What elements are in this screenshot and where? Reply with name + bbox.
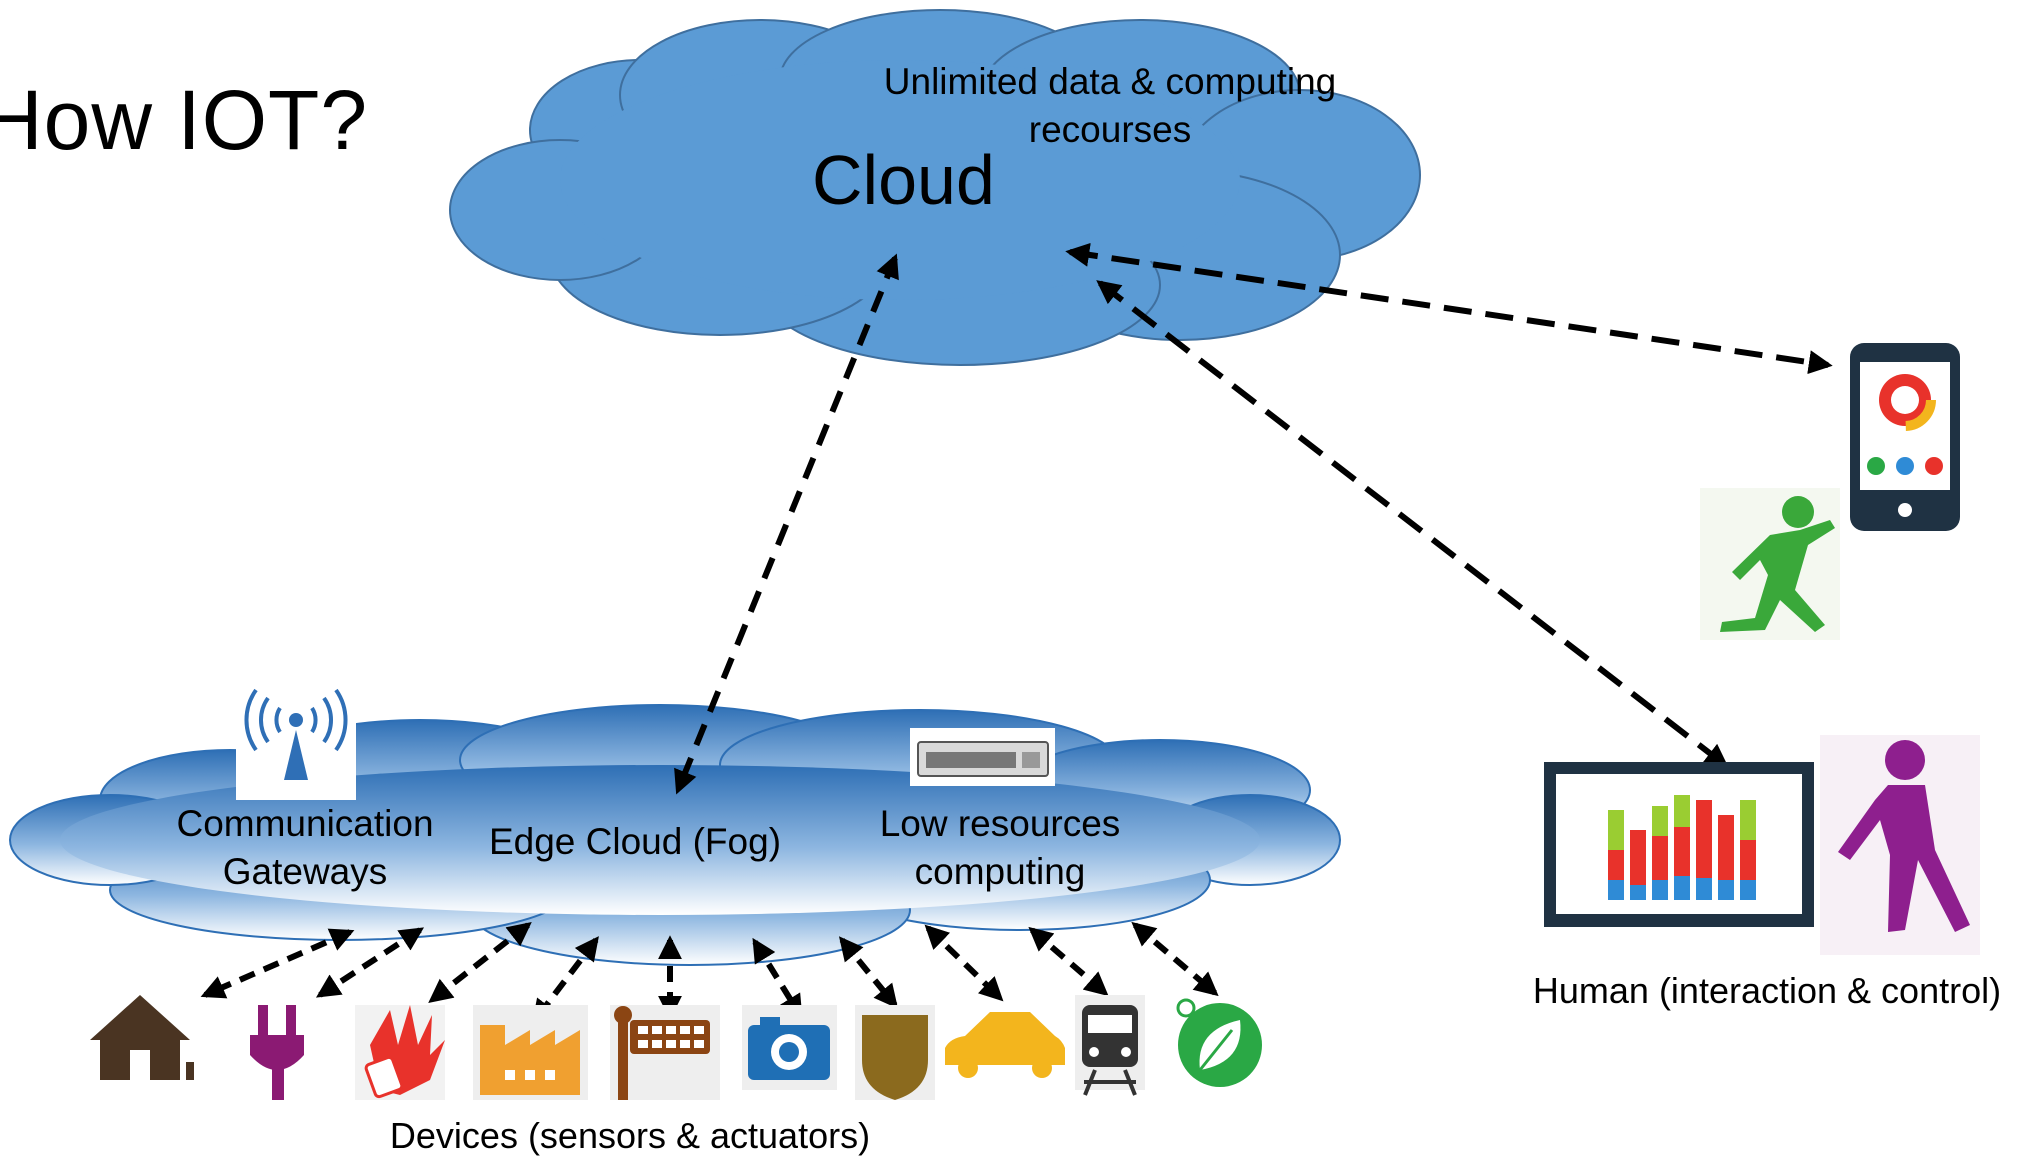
wifi-antenna-icon — [236, 680, 356, 800]
glove-icon — [355, 1005, 445, 1100]
factory-icon — [473, 1005, 588, 1100]
gateways-label: Communication Gateways — [176, 803, 434, 893]
house-icon — [90, 995, 194, 1080]
devices-caption: Devices (sensors & actuators) — [389, 1115, 871, 1156]
shield-icon — [855, 1005, 935, 1100]
car-icon — [945, 1012, 1065, 1078]
smartphone-icon — [1850, 343, 1960, 531]
camera-icon — [742, 1005, 837, 1090]
fog-label: Edge Cloud (Fog) — [488, 821, 782, 862]
walking-person-icon — [1820, 735, 1980, 955]
cloud-title: Cloud — [812, 141, 995, 219]
human-caption: Human (interaction & control) — [1532, 970, 2002, 1011]
leaf-icon — [1176, 998, 1262, 1087]
monitor-chart-icon — [1544, 762, 1814, 927]
plug-icon — [250, 1005, 304, 1100]
signal-keypad-icon — [610, 1005, 720, 1100]
slide-title: How IOT? — [0, 73, 369, 167]
low-resources-label: Low resources computing — [879, 803, 1121, 893]
server-icon — [910, 728, 1055, 786]
running-person-icon — [1700, 488, 1840, 640]
arrow-cloud-fog — [674, 253, 899, 795]
arrow-cloud-monitor — [1096, 280, 1729, 768]
cloud-subtitle: Unlimited data & computing recourses — [883, 61, 1337, 151]
train-icon — [1075, 995, 1145, 1096]
